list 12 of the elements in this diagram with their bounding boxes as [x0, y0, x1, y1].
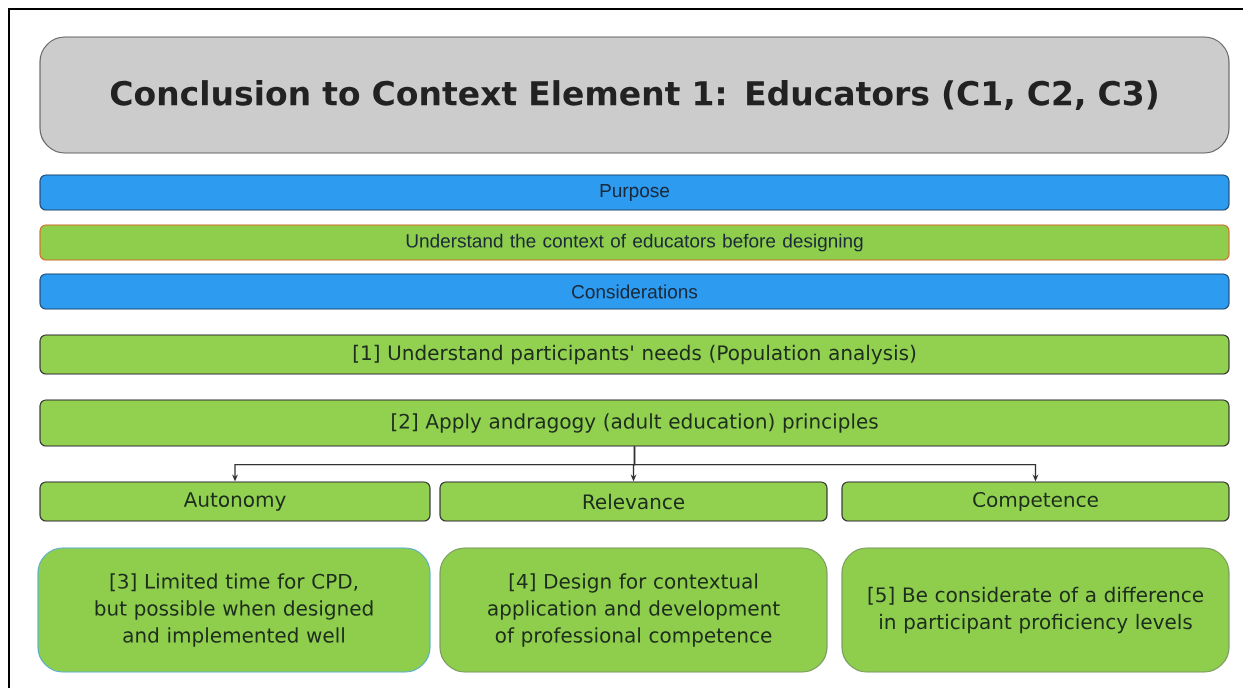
heading-band: Purpose — [39, 174, 1230, 211]
principle-box: Relevance — [439, 481, 828, 522]
principle-box: Competence — [841, 481, 1230, 522]
purpose-band: Understand the context of educators before designing — [39, 224, 1230, 261]
title-box: Conclusion to Context Element 1: Educators (C1, C2, C3) — [39, 36, 1230, 154]
consideration-box: [4] Design for contextual application and development of professional competence — [439, 547, 828, 673]
consideration-box: [3] Limited time for CPD, but possible when designed and implemented well — [37, 547, 431, 673]
consideration-box: [5] Be considerate of a difference in participant proficiency levels — [841, 547, 1230, 673]
heading-band: Considerations — [39, 273, 1230, 310]
consideration-box: [1] Understand participants' needs (Population analysis) — [39, 334, 1230, 375]
principle-box: Autonomy — [39, 481, 431, 522]
consideration-box: [2] Apply andragogy (adult education) principles — [39, 399, 1230, 447]
